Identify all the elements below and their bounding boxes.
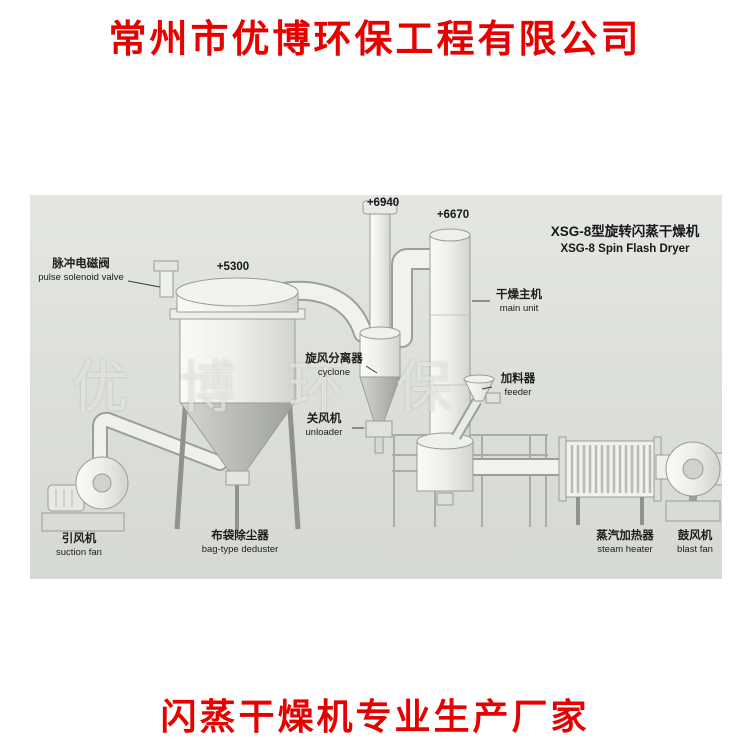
label-unloader: 关风机 unloader — [296, 413, 352, 438]
label-feeder-en: feeder — [504, 386, 532, 398]
label-bag-deduster-en: bag-type deduster — [201, 543, 279, 555]
label-blast-fan-en: blast fan — [677, 543, 713, 555]
label-leader-lines — [127, 280, 493, 429]
cyclone-unit — [359, 326, 401, 454]
label-blast-fan: 鼓风机 blast fan — [668, 530, 722, 555]
steam-heater-unit — [558, 436, 662, 525]
elevation-main-unit-top: +6670 — [436, 209, 470, 221]
company-name-banner: 常州市优博环保工程有限公司 — [108, 19, 642, 61]
unloader-valve — [365, 420, 393, 438]
cyclone-exhaust-stack — [362, 200, 398, 338]
label-unloader-en: unloader — [305, 426, 343, 438]
bag-deduster-unit — [153, 260, 306, 530]
label-steam-heater-cn: 蒸汽加热器 — [596, 530, 654, 542]
product-diagram-panel: 优博环保 XSG-8型旋转闪蒸干燥机 XSG-8 Spin Flash Drye… — [30, 195, 722, 579]
label-suction-fan-en: suction fan — [56, 546, 102, 558]
diagram-title-en: XSG-8 Spin Flash Dryer — [560, 243, 690, 255]
suction-fan-unit — [41, 456, 129, 532]
label-cyclone-cn: 旋风分离器 — [305, 353, 363, 365]
label-feeder: 加料器 feeder — [490, 373, 546, 398]
label-bag-deduster: 布袋除尘器 bag-type deduster — [188, 530, 292, 555]
tagline-banner: 闪蒸干燥机专业生产厂家 — [160, 696, 590, 737]
label-pulse-valve: 脉冲电磁阀 pulse solenoid valve — [30, 258, 132, 283]
label-unloader-cn: 关风机 — [306, 413, 342, 425]
label-steam-heater-en: steam heater — [597, 543, 653, 555]
label-steam-heater: 蒸汽加热器 steam heater — [582, 530, 668, 555]
elevation-cyclone-outlet: +6940 — [366, 197, 400, 209]
pulse-valve-pipe — [159, 268, 174, 298]
drying-chamber — [416, 432, 474, 506]
label-blast-fan-cn: 鼓风机 — [677, 530, 713, 542]
diagram-title-cn: XSG-8型旋转闪蒸干燥机 — [550, 224, 700, 239]
label-feeder-cn: 加料器 — [500, 373, 536, 385]
deduster-discharge-valve — [225, 470, 250, 486]
label-pulse-valve-cn: 脉冲电磁阀 — [52, 258, 110, 270]
elevation-deduster-top: +5300 — [216, 261, 250, 273]
diagram-title: XSG-8型旋转闪蒸干燥机 XSG-8 Spin Flash Dryer — [535, 220, 715, 255]
label-suction-fan: 引风机 suction fan — [40, 533, 118, 558]
label-main-unit: 干燥主机 main unit — [488, 289, 550, 314]
label-main-unit-cn: 干燥主机 — [496, 289, 542, 301]
blast-fan-unit — [655, 441, 722, 522]
label-cyclone-en: cyclone — [317, 366, 351, 378]
feeder-unit — [451, 374, 501, 440]
equipment-drawing — [41, 200, 722, 532]
label-suction-fan-cn: 引风机 — [61, 533, 97, 545]
label-main-unit-en: main unit — [499, 302, 539, 314]
label-pulse-valve-en: pulse solenoid valve — [38, 271, 124, 283]
label-cyclone: 旋风分离器 cyclone — [302, 353, 366, 378]
label-bag-deduster-cn: 布袋除尘器 — [211, 530, 269, 542]
